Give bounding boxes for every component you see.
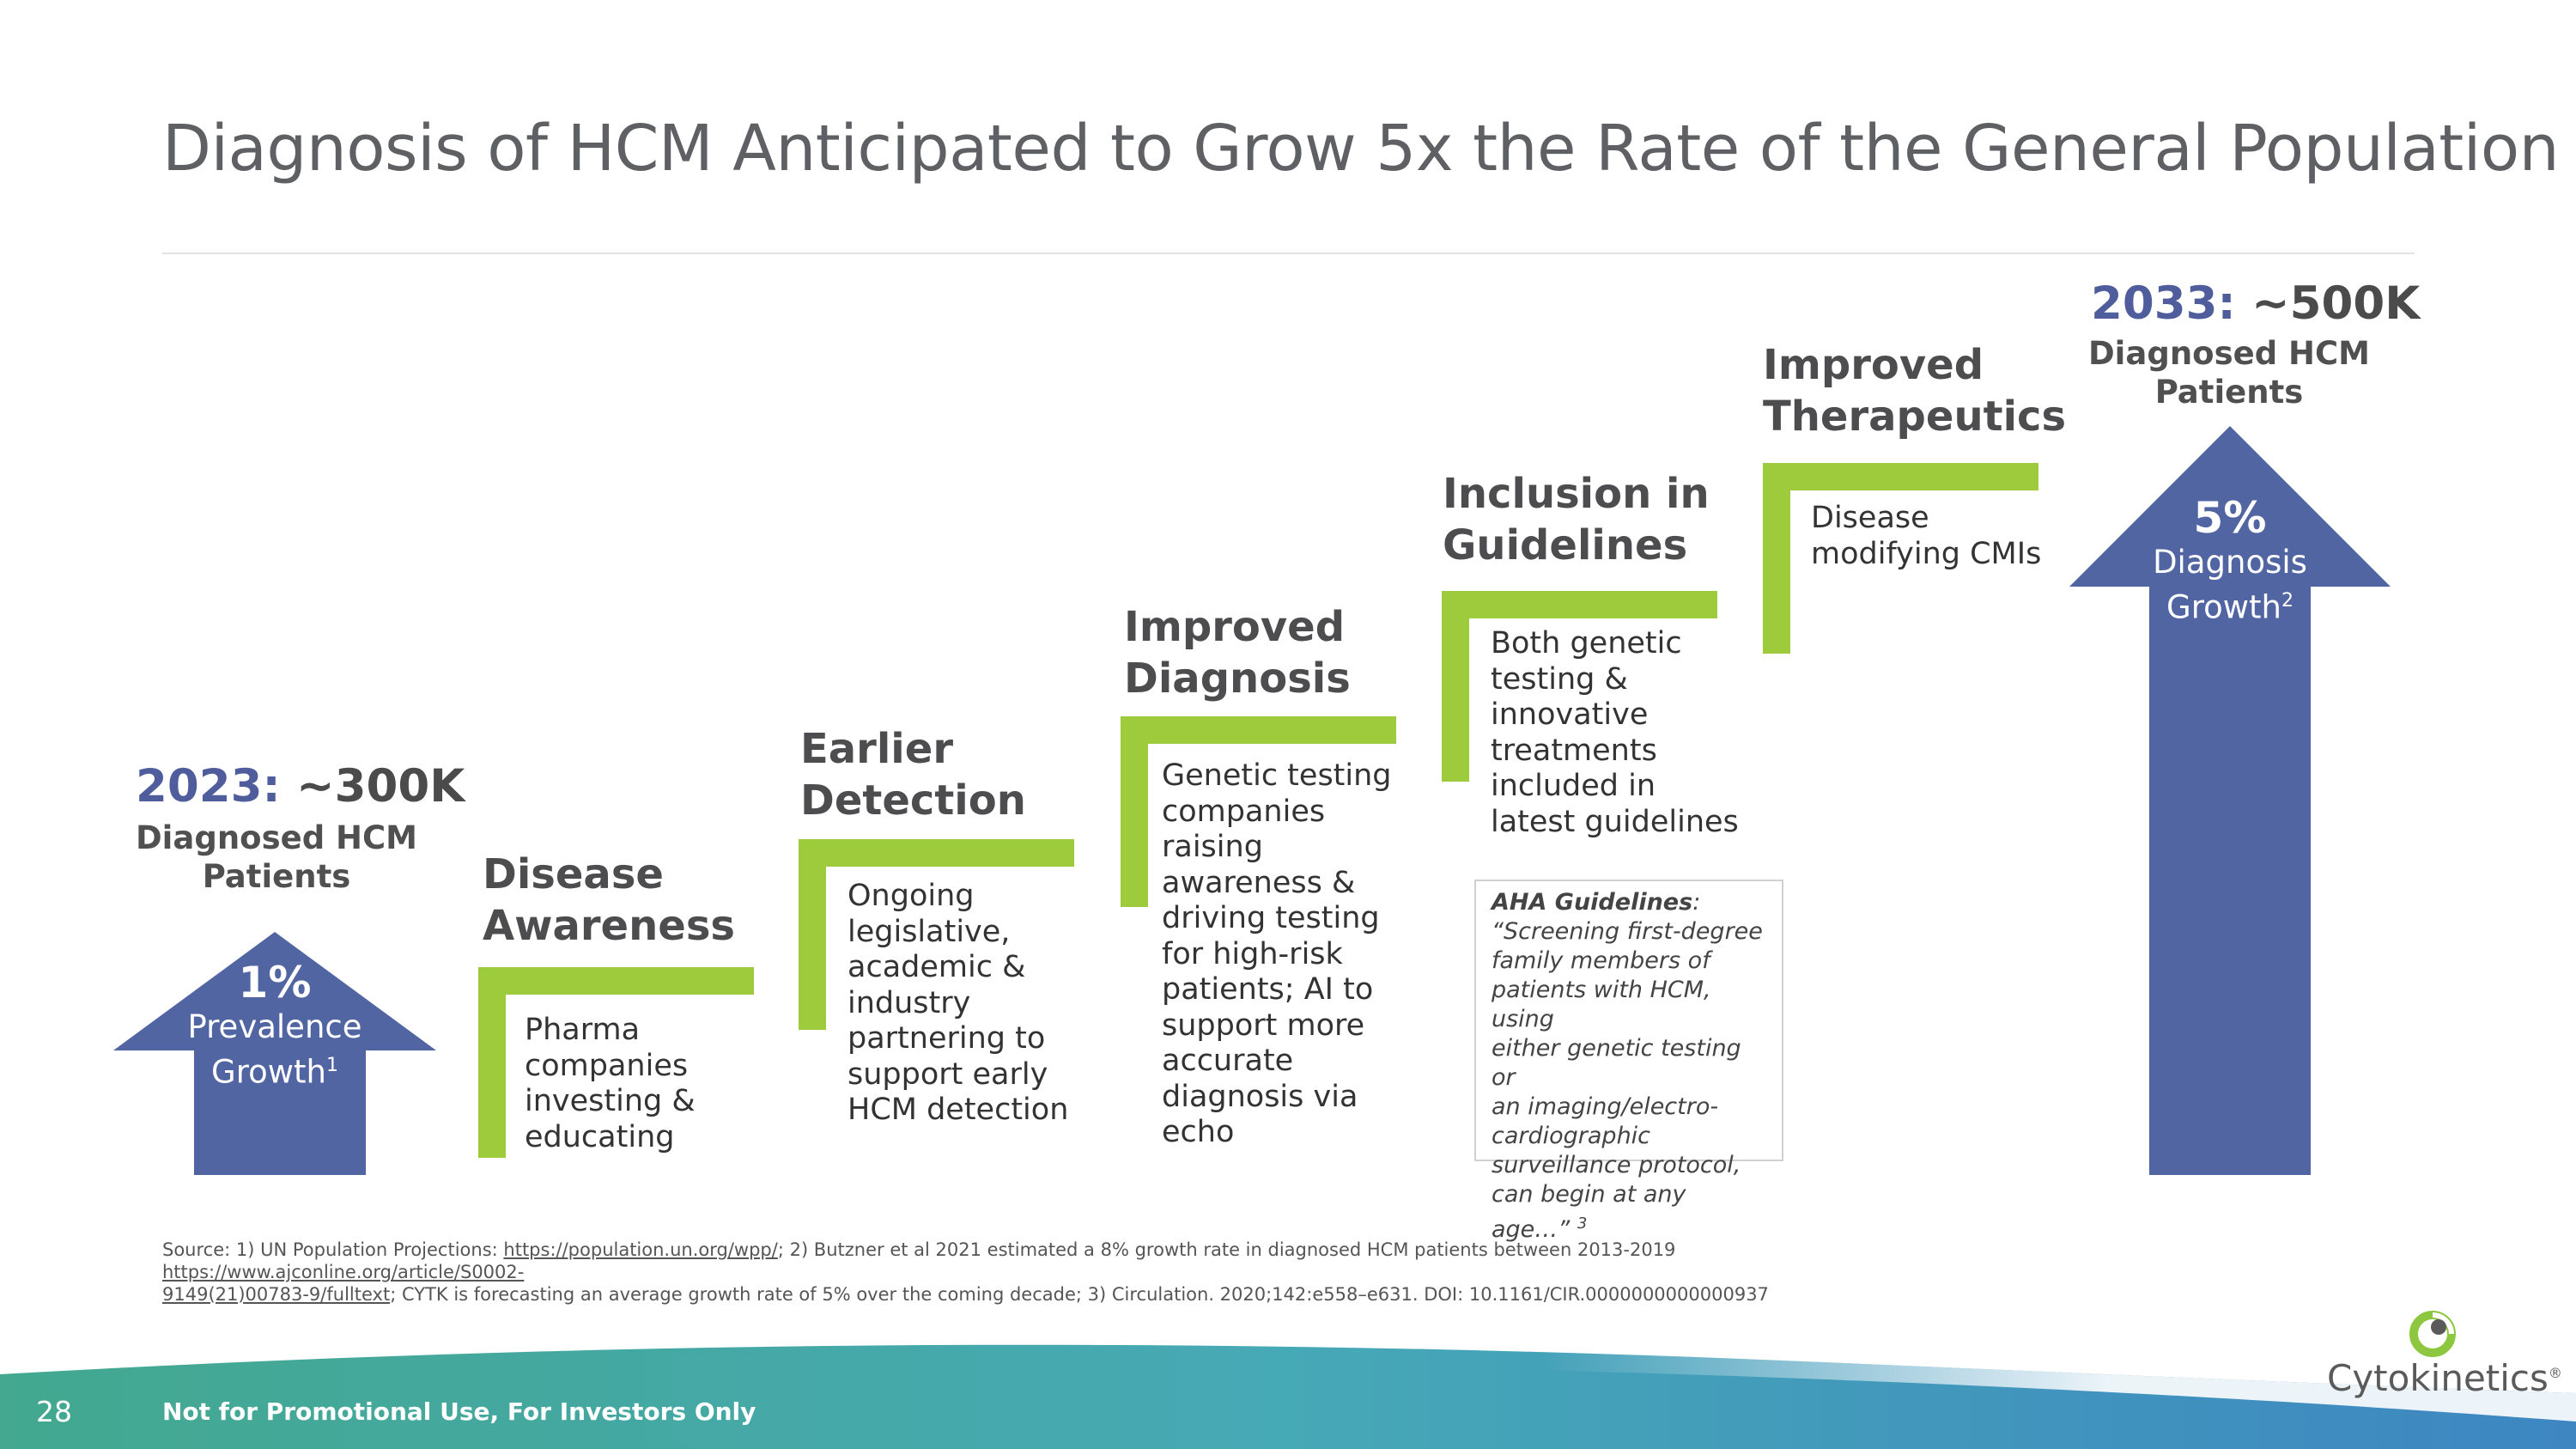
step-5-bar-vertical <box>1763 463 1790 654</box>
start-label-line2: Patients <box>202 858 351 895</box>
step-5-bar-horizontal <box>1763 463 2038 490</box>
end-label-line1: Diagnosed HCM <box>2087 335 2371 372</box>
cytokinetics-logo-text: Cytokinetics® <box>2327 1357 2562 1399</box>
end-year: 2033: <box>2091 277 2236 330</box>
up-arrow-icon <box>113 932 436 1175</box>
step-1-bar-horizontal <box>478 967 754 995</box>
start-value: ~300K <box>296 760 465 813</box>
start-growth-arrow: 1% Prevalence Growth1 <box>113 932 436 1175</box>
aha-guidelines-quote: AHA Guidelines: “Screening first-degree … <box>1474 880 1783 1243</box>
end-year-value: 2033: ~500K <box>2091 277 2420 330</box>
end-label: Diagnosed HCM Patients <box>2075 334 2384 411</box>
step-2-bar-vertical <box>799 839 826 1030</box>
end-label-line2: Patients <box>2154 374 2304 411</box>
source-link-2a[interactable]: https://www.ajconline.org/article/S0002- <box>162 1262 525 1282</box>
start-year: 2023: <box>136 760 281 813</box>
footer-wave-band <box>0 1344 2576 1449</box>
step-4-bar-vertical <box>1442 591 1469 782</box>
end-value: ~500K <box>2251 277 2421 330</box>
footer-notice: Not for Promotional Use, For Investors O… <box>162 1397 756 1426</box>
page-title: Diagnosis of HCM Anticipated to Grow 5x … <box>162 112 2560 186</box>
cytokinetics-logo-icon <box>2409 1311 2456 1357</box>
start-label: Diagnosed HCM Patients <box>122 819 431 896</box>
start-label-line1: Diagnosed HCM <box>135 819 418 856</box>
end-growth-arrow: 5% Diagnosis Growth2 <box>2069 426 2391 1175</box>
step-1-bar-vertical <box>478 967 506 1158</box>
end-arrow-line1: Diagnosis <box>2153 544 2307 581</box>
quote-heading: AHA Guidelines: <box>1492 889 1701 916</box>
start-year-value: 2023: ~300K <box>136 760 465 813</box>
step-3-bar-vertical <box>1121 716 1148 907</box>
end-arrow-pct: 5% <box>2193 493 2267 543</box>
source-link-1[interactable]: https://population.un.org/wpp/ <box>503 1239 778 1260</box>
step-3-bar-horizontal <box>1121 716 1396 744</box>
start-arrow-line1: Prevalence <box>187 1008 362 1045</box>
page-number: 28 <box>36 1395 72 1428</box>
up-arrow-icon <box>2069 426 2391 1175</box>
source-link-2b[interactable]: 9149(21)00783-9/fulltext <box>162 1284 391 1305</box>
step-2-bar-horizontal <box>799 839 1074 867</box>
start-arrow-pct: 1% <box>238 958 312 1008</box>
source-footnote: Source: 1) UN Population Projections: ht… <box>162 1239 1769 1305</box>
title-divider <box>162 253 2415 254</box>
start-arrow-line2: Growth1 <box>211 1053 338 1091</box>
step-4-bar-horizontal <box>1442 591 1717 618</box>
end-arrow-line2: Growth2 <box>2166 588 2293 626</box>
